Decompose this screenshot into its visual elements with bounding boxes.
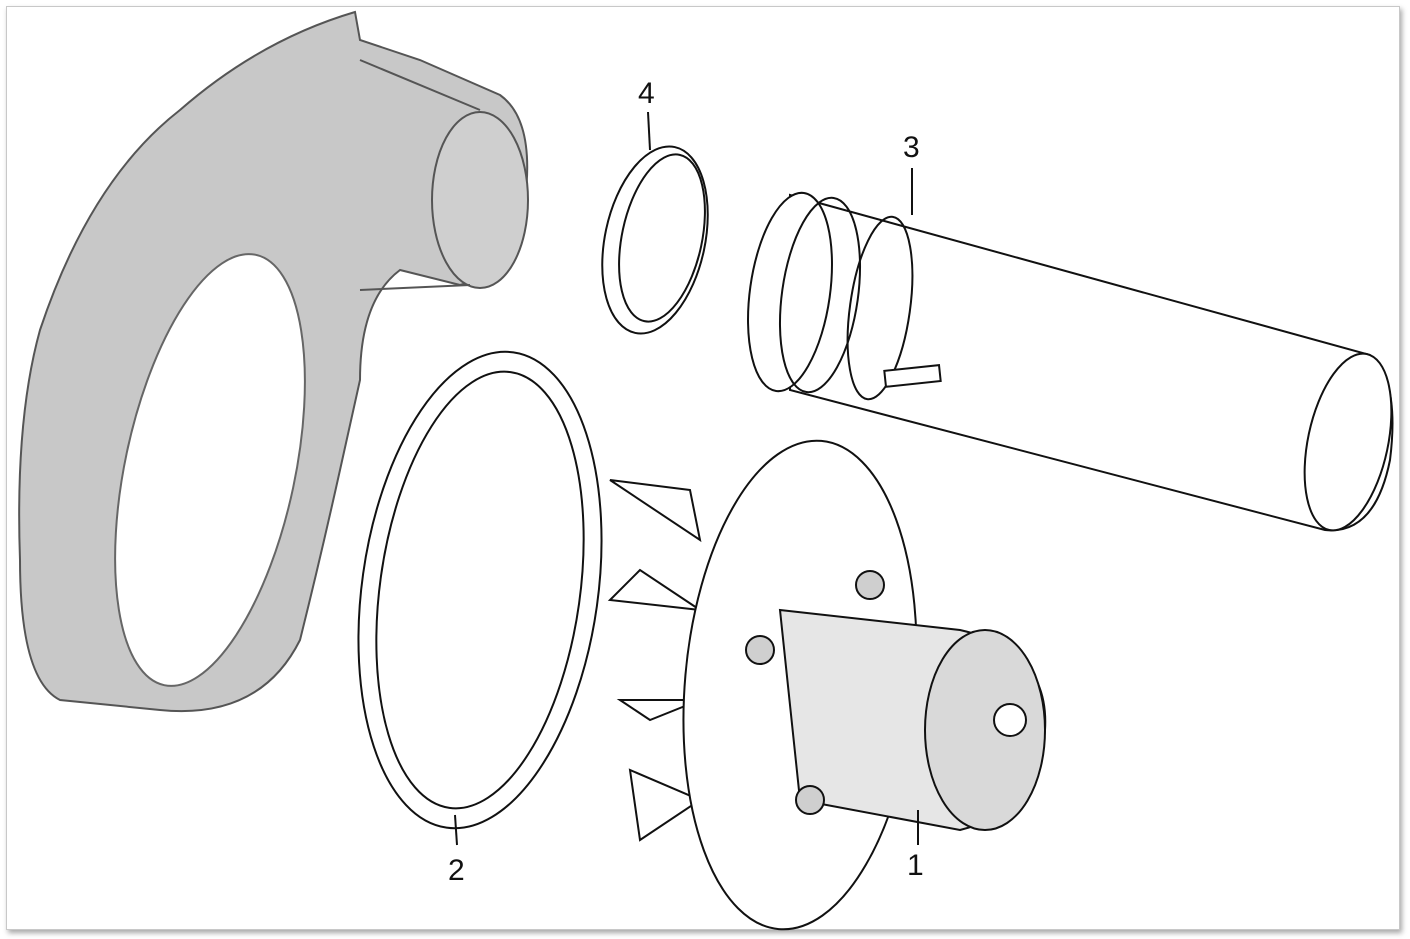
part-2-gasket [357,350,603,830]
callout-label-3: 3 [903,131,920,164]
callout-label-2: 2 [448,854,465,887]
callout-label-4: 4 [638,77,655,110]
part-4-ring [601,145,709,335]
callout-2: 2 [448,814,465,887]
part-1-motor [607,439,1047,931]
blower-housing [18,10,529,713]
part-3-tube [747,191,1394,532]
callout-1: 1 [907,810,924,882]
callout-3: 3 [903,131,920,215]
callout-4: 4 [638,77,655,151]
callout-label-1: 1 [907,849,924,882]
